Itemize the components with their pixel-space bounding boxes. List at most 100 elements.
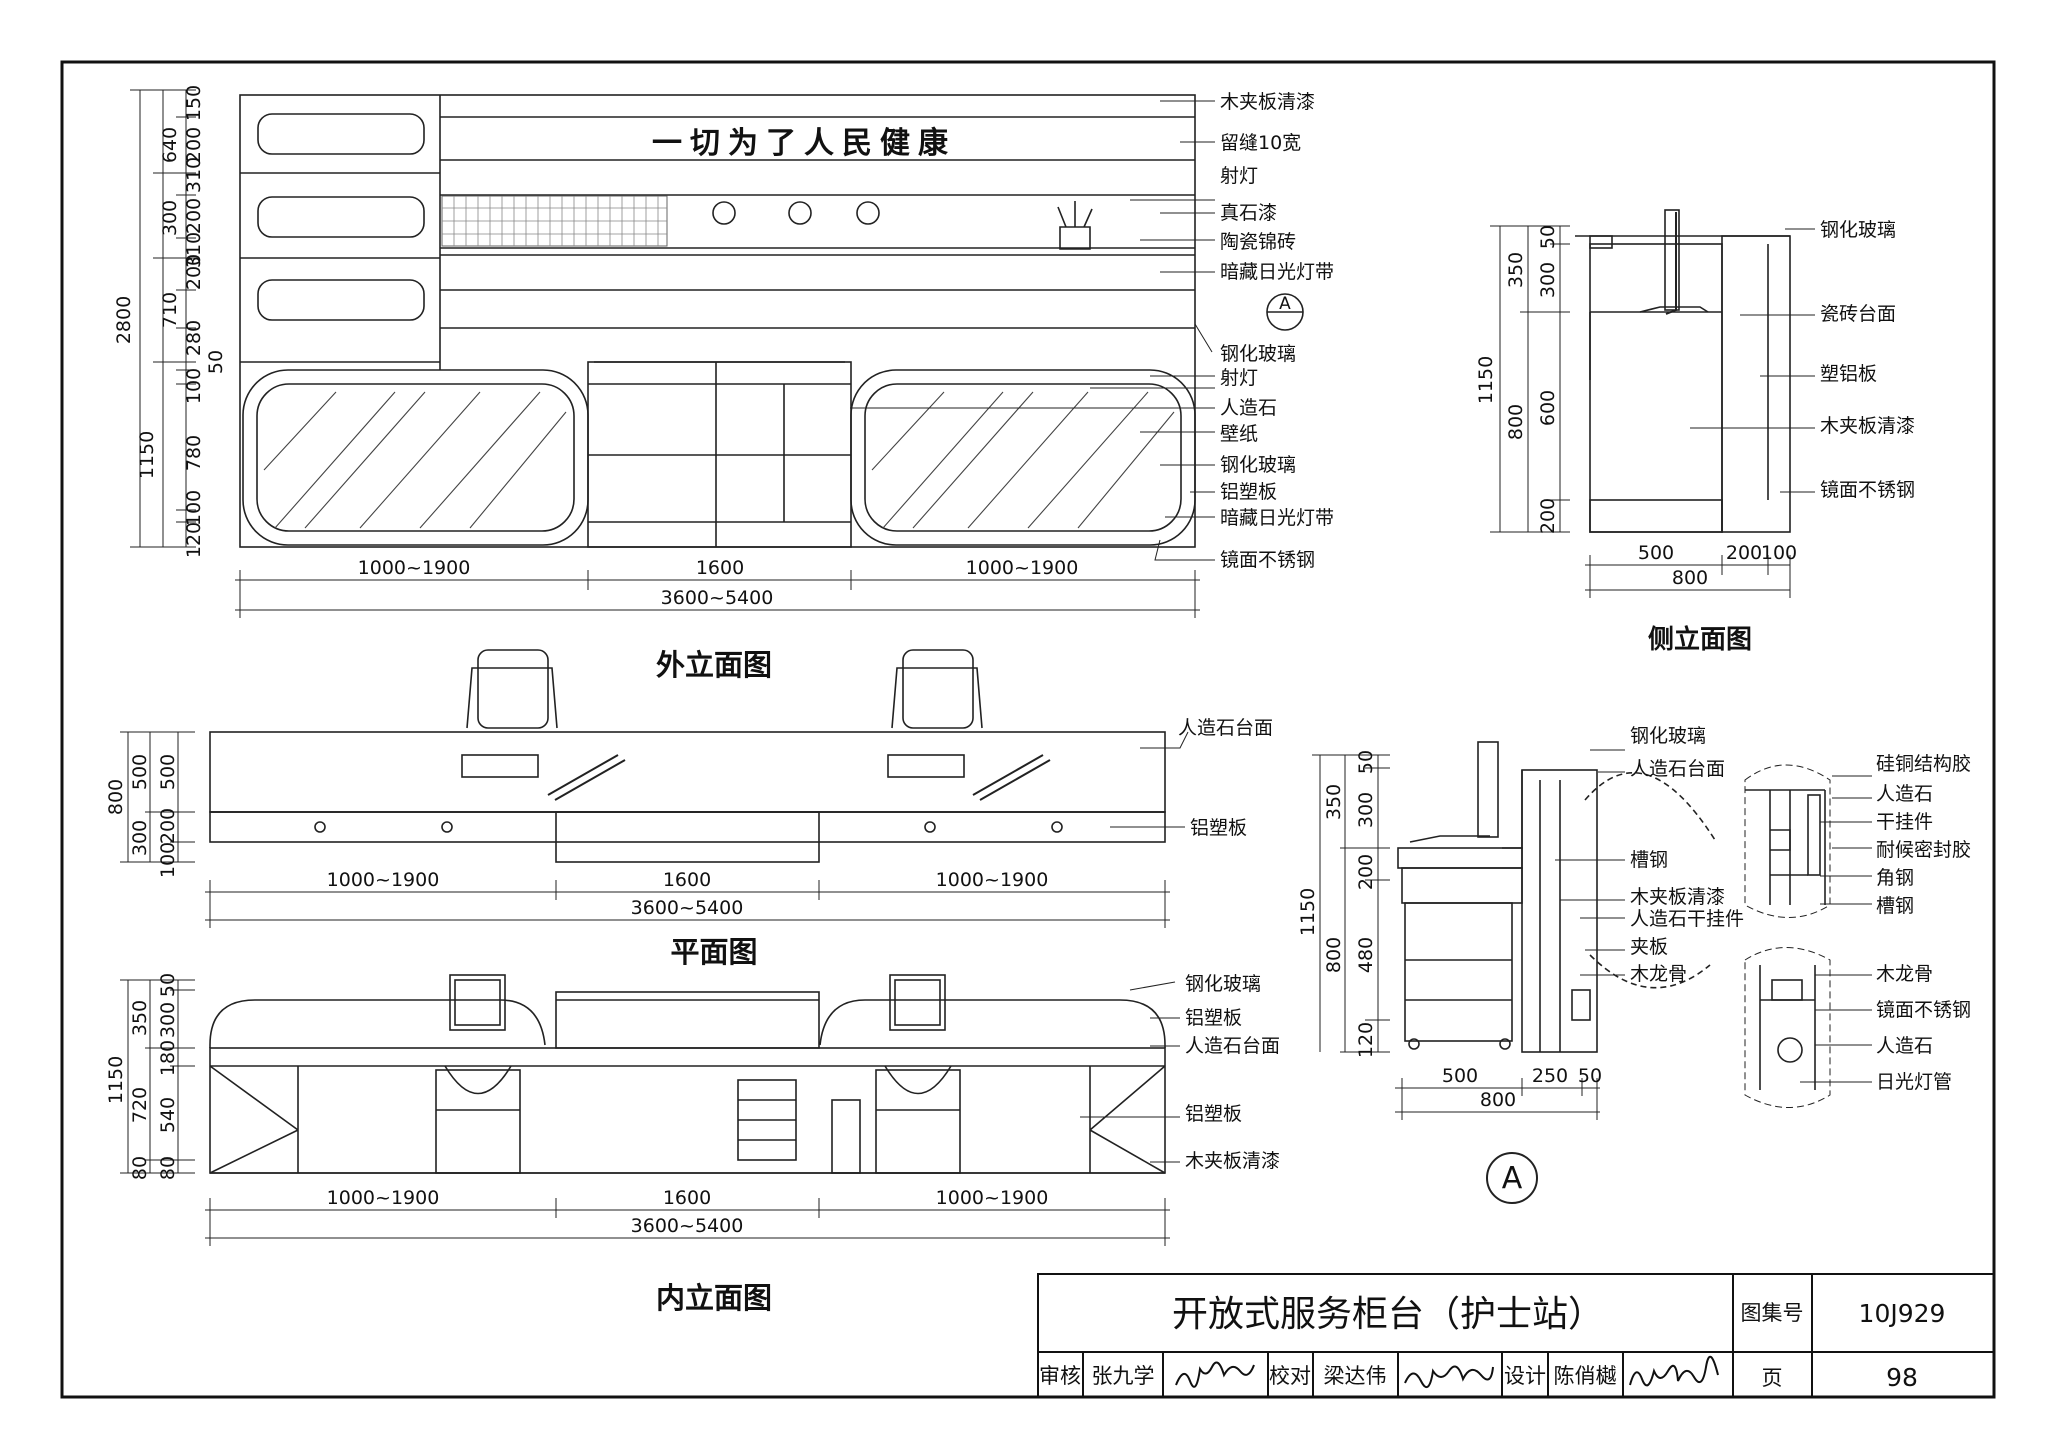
- svg-text:800: 800: [1480, 1089, 1516, 1111]
- svg-text:留缝10宽: 留缝10宽: [1220, 132, 1301, 154]
- section-a-callout-marker: A: [1279, 294, 1291, 314]
- svg-text:张九学: 张九学: [1092, 1364, 1155, 1388]
- svg-text:200: 200: [1355, 854, 1377, 890]
- svg-text:人造石干挂件: 人造石干挂件: [1630, 908, 1744, 930]
- svg-text:1600: 1600: [663, 1187, 711, 1209]
- svg-text:1000~1900: 1000~1900: [936, 869, 1049, 891]
- front-elevation-title: 外立面图: [656, 648, 772, 682]
- atlas-number-label: 图集号: [1741, 1301, 1804, 1325]
- svg-text:真石漆: 真石漆: [1220, 202, 1277, 224]
- svg-text:500: 500: [157, 754, 179, 790]
- svg-text:耐候密封胶: 耐候密封胶: [1876, 839, 1971, 861]
- inner-elevation-title: 内立面图: [656, 1281, 772, 1315]
- handwritten-signatures: [1175, 1355, 1719, 1389]
- inner-dims-bottom: 1000~1900 1600 1000~1900 3600~5400: [327, 1187, 1049, 1237]
- svg-text:780: 780: [183, 435, 205, 471]
- atlas-number: 10J929: [1859, 1299, 1946, 1328]
- svg-text:射灯: 射灯: [1220, 367, 1258, 389]
- svg-text:100: 100: [157, 842, 179, 878]
- front-slogan: 一切为了人民健康: [652, 126, 956, 161]
- side-dim-lines: [1490, 225, 1791, 598]
- inner-dims-left: 350 300 50 1150 180 720 540 80 80: [105, 973, 179, 1180]
- section-a-dim-lines: [1312, 754, 1600, 1120]
- inner-elevation: [209, 974, 1166, 1174]
- svg-text:木龙骨: 木龙骨: [1630, 963, 1687, 985]
- section-a-dims-left: 50 350 300 200 1150 800 480 120: [1297, 750, 1377, 1058]
- svg-text:600: 600: [1537, 390, 1559, 426]
- svg-text:200: 200: [1537, 498, 1559, 534]
- svg-text:800: 800: [105, 779, 127, 815]
- side-elevation-title: 侧立面图: [1648, 624, 1752, 655]
- svg-text:50: 50: [205, 350, 227, 374]
- svg-text:1150: 1150: [105, 1056, 127, 1104]
- svg-text:人造石: 人造石: [1220, 397, 1277, 419]
- svg-text:500: 500: [129, 754, 151, 790]
- svg-text:陈俏樾: 陈俏樾: [1554, 1364, 1617, 1388]
- svg-text:钢化玻璃: 钢化玻璃: [1220, 454, 1296, 476]
- svg-text:300: 300: [157, 1002, 179, 1038]
- detail-1-labels: 硅铜结构胶 人造石 干挂件 耐候密封胶 角钢 槽钢: [1876, 753, 1971, 917]
- side-dims-left: 350 50 300 1150 800 600 200: [1475, 225, 1559, 534]
- svg-text:镜面不锈钢: 镜面不锈钢: [1876, 999, 1971, 1021]
- svg-text:角钢: 角钢: [1876, 867, 1914, 889]
- svg-text:1000~1900: 1000~1900: [966, 557, 1079, 579]
- svg-text:人造石: 人造石: [1876, 783, 1933, 805]
- svg-text:800: 800: [1672, 567, 1708, 589]
- svg-text:暗藏日光灯带: 暗藏日光灯带: [1220, 507, 1334, 529]
- svg-text:1600: 1600: [663, 869, 711, 891]
- svg-text:陶瓷锦砖: 陶瓷锦砖: [1220, 231, 1296, 253]
- svg-text:80: 80: [157, 1156, 179, 1180]
- svg-text:夹板: 夹板: [1630, 936, 1668, 958]
- plan-title: 平面图: [670, 935, 757, 969]
- svg-text:铝塑板: 铝塑板: [1220, 481, 1277, 503]
- svg-text:塑铝板: 塑铝板: [1820, 363, 1877, 385]
- svg-text:3600~5400: 3600~5400: [631, 897, 744, 919]
- side-elevation: [1575, 209, 1791, 533]
- svg-text:槽钢: 槽钢: [1630, 849, 1668, 871]
- svg-text:350: 350: [129, 1000, 151, 1036]
- title-block-signatures: 审核 张九学 校对 梁达伟 设计 陈俏樾 页 98: [1039, 1363, 1918, 1392]
- inner-labels: 钢化玻璃 铝塑板 人造石台面 铝塑板 木夹板清漆: [1185, 973, 1280, 1172]
- svg-text:100: 100: [183, 368, 205, 404]
- section-a-labels: 钢化玻璃 人造石台面 槽钢 木夹板清漆 人造石干挂件 夹板 木龙骨: [1630, 725, 1744, 985]
- svg-text:710: 710: [159, 292, 181, 328]
- inner-leaders: [1080, 981, 1180, 1163]
- svg-text:壁纸: 壁纸: [1220, 423, 1258, 445]
- svg-text:1150: 1150: [136, 431, 158, 479]
- svg-text:640: 640: [159, 127, 181, 163]
- svg-text:木夹板清漆: 木夹板清漆: [1220, 91, 1315, 113]
- title-block: [1037, 1273, 1995, 1398]
- svg-text:300: 300: [1537, 262, 1559, 298]
- svg-text:人造石台面: 人造石台面: [1630, 758, 1725, 780]
- svg-text:480: 480: [1355, 937, 1377, 973]
- svg-text:设计: 设计: [1504, 1364, 1546, 1388]
- svg-text:500: 500: [1442, 1065, 1478, 1087]
- svg-text:720: 720: [129, 1087, 151, 1123]
- plan-labels: 人造石台面 铝塑板: [1178, 717, 1273, 839]
- detail-2: [1744, 947, 1831, 1108]
- svg-text:铝塑板: 铝塑板: [1185, 1007, 1242, 1029]
- svg-text:钢化玻璃: 钢化玻璃: [1630, 725, 1706, 747]
- svg-text:1000~1900: 1000~1900: [358, 557, 471, 579]
- drawing-title: 开放式服务柜台（护士站）: [1172, 1294, 1604, 1335]
- svg-text:300: 300: [129, 820, 151, 856]
- plan-dim-lines: [120, 731, 1170, 928]
- plan-leaders: [1110, 731, 1189, 828]
- svg-text:1000~1900: 1000~1900: [327, 869, 440, 891]
- detail-2-leaders: [1800, 974, 1872, 1083]
- front-dims-bottom: 1000~1900 1600 1000~1900 3600~5400: [358, 557, 1079, 609]
- svg-text:2800: 2800: [113, 296, 135, 344]
- svg-text:硅铜结构胶: 硅铜结构胶: [1876, 753, 1971, 775]
- svg-text:镜面不锈钢: 镜面不锈钢: [1820, 479, 1915, 501]
- svg-text:180: 180: [157, 1040, 179, 1076]
- svg-text:钢化玻璃: 钢化玻璃: [1820, 219, 1896, 241]
- svg-text:审核: 审核: [1039, 1364, 1081, 1388]
- svg-text:1150: 1150: [1475, 356, 1497, 404]
- svg-text:瓷砖台面: 瓷砖台面: [1820, 303, 1896, 325]
- svg-text:100: 100: [1761, 542, 1797, 564]
- svg-text:200: 200: [183, 198, 205, 234]
- svg-text:人造石: 人造石: [1876, 1035, 1933, 1057]
- svg-text:98: 98: [1886, 1363, 1918, 1392]
- side-dims-bottom: 500 200 100 800: [1638, 542, 1797, 589]
- section-a: [1397, 741, 1716, 1204]
